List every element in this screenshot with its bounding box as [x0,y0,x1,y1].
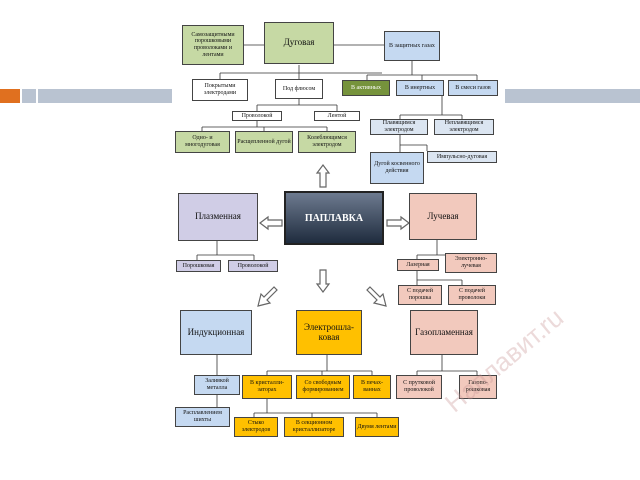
box-crystallizers: В кристалли-заторах [242,375,292,399]
box-wire: Проволокой [232,111,282,121]
box-inert: В инертных [396,80,444,96]
box-strip: Лентой [314,111,360,121]
classification-diagram: Самозащитными порошковыми проволоками и … [172,15,569,440]
box-single-multi-arc: Одно- и многодуговая [175,131,230,153]
box-induction: Индукционная [180,310,252,355]
title-bar-accent [0,89,20,103]
box-two-strips: Двумя лентами [355,417,399,437]
box-gas-mixture: В смеси газов [448,80,498,96]
box-powder: Порошковая [176,260,221,272]
box-coated-electrodes: Покрытыми электродами [192,79,248,101]
box-non-consumable-electrode: Неплавящимся электродом [434,119,494,135]
box-active: В активных [342,80,390,96]
box-liquid-metal: Заливкой металла [194,375,240,395]
box-electron-beam: Электронно-лучевая [445,253,497,273]
box-plasma-wire: Проволокой [228,260,278,272]
box-wire-feed: С подачей проволоки [448,285,496,305]
box-laser: Лазерная [397,259,439,271]
title-bar-left [38,89,178,103]
box-consumable-electrode: Плавящимся электродом [370,119,428,135]
box-arc: Дуговая [264,22,334,64]
box-gas-powder: Газопо-рошковая [459,375,497,399]
box-shielding-gas: В защитных газах [384,31,440,61]
box-split-arc: Расщепленной дугой [235,131,293,153]
box-rod-wire: С прутковой проволокой [396,375,442,399]
connector-lines [196,44,478,417]
box-self-shielded: Самозащитными порошковыми проволоками и … [182,25,244,65]
box-main-surfacing: ПАПЛАВКА [284,191,384,245]
box-free-forming: Со свободным формированием [296,375,350,399]
title-bar-right [505,89,640,103]
box-gas-flame: Газопламенная [410,310,478,355]
box-powder-feed: С подачей порошка [398,285,442,305]
box-in-furnaces: В печах-ваннах [353,375,391,399]
box-indirect-arc: Дугой косвенного действия [370,152,424,184]
title-bar-segment [22,89,36,103]
box-butt-electrodes: Стыко электродов [234,417,278,437]
box-sectional-crystallizer: В секционном кристаллизаторе [284,417,344,437]
box-beam: Лучевая [409,193,477,240]
box-charge-melting: Расплавлением шихты [175,407,230,427]
box-under-flux: Под флюсом [275,79,323,99]
box-electroslag: Электрошла-ковая [296,310,362,355]
box-oscillating-electrode: Колеблющимся электродом [298,131,356,153]
box-plasma: Плазменная [178,193,258,241]
box-pulse-arc: Импульсно-дуговая [427,151,497,163]
